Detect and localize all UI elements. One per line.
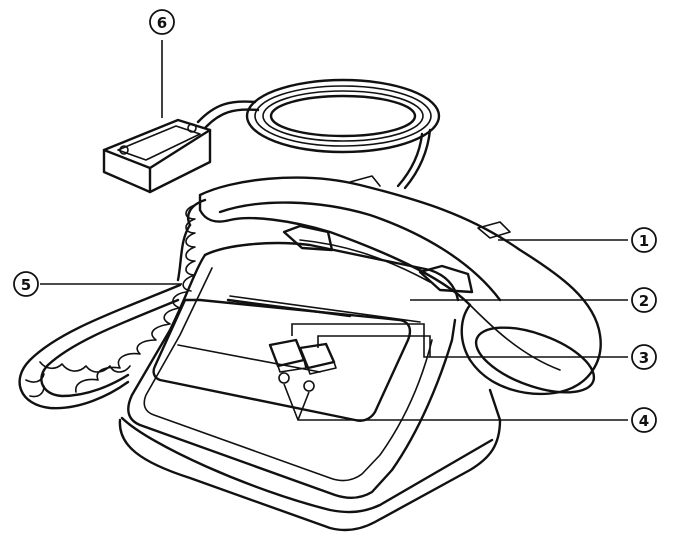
- callout-3: 3: [631, 344, 657, 370]
- callout-1-label: 1: [639, 232, 649, 250]
- line-cord-coil: [196, 78, 441, 190]
- callout-6-label: 6: [157, 14, 167, 32]
- callout-4-label: 4: [639, 412, 649, 430]
- indicator-lamps: [278, 372, 315, 392]
- leader-lines: [40, 40, 628, 421]
- callout-1: 1: [631, 227, 657, 253]
- telephone-body: [118, 224, 502, 532]
- connection-box: [102, 118, 212, 194]
- callout-2: 2: [631, 287, 657, 313]
- handset-coil-cord: [18, 198, 207, 410]
- function-buttons: [268, 338, 337, 375]
- callout-5: 5: [13, 271, 39, 297]
- callout-3-label: 3: [639, 349, 649, 367]
- callout-2-label: 2: [639, 292, 649, 310]
- callout-6: 6: [149, 9, 175, 35]
- callout-5-label: 5: [21, 276, 31, 294]
- callout-4: 4: [631, 407, 657, 433]
- handset: [198, 175, 602, 396]
